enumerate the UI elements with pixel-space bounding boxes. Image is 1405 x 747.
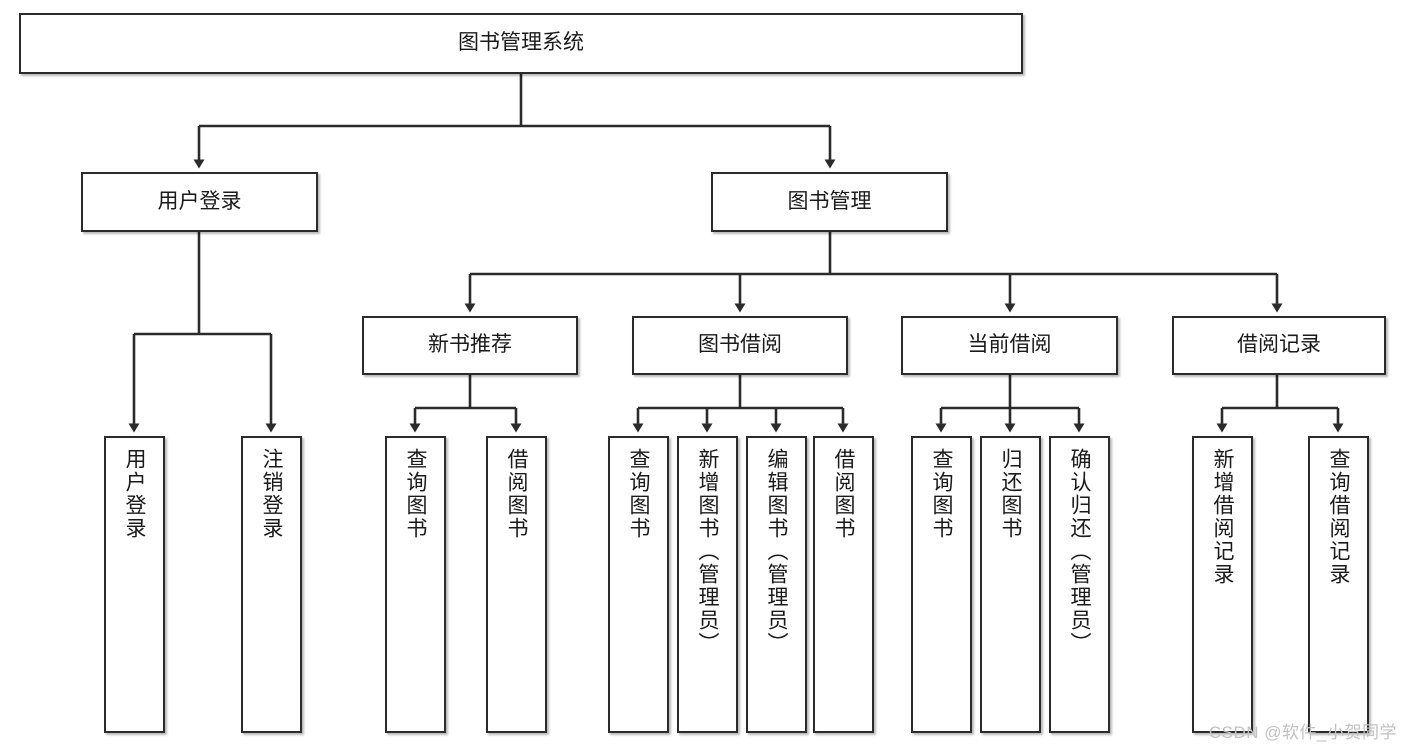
node-label: 图书借阅 xyxy=(698,333,782,357)
node-label: 当前借阅 xyxy=(967,333,1052,357)
leaf-current-borrow-query-book[interactable]: 查询图书 xyxy=(911,436,972,733)
node-label: 新增借阅记录 xyxy=(1211,448,1234,586)
node-label: 查询借阅记录 xyxy=(1327,448,1350,586)
leaf-user-login-login[interactable]: 用户登录 xyxy=(104,436,165,733)
node-user-login[interactable]: 用户登录 xyxy=(81,172,318,232)
leaf-book-borrow-add-book-admin[interactable]: 新增图书（管理员） xyxy=(677,436,738,733)
node-label: 借阅图书 xyxy=(832,448,855,540)
node-label: 图书管理系统 xyxy=(458,31,584,55)
node-label: 用户登录 xyxy=(157,189,242,213)
leaf-new-book-borrow-book[interactable]: 借阅图书 xyxy=(486,436,547,733)
node-borrow-record[interactable]: 借阅记录 xyxy=(1172,316,1386,375)
node-label: 借阅图书 xyxy=(505,448,528,540)
leaf-new-book-query-book[interactable]: 查询图书 xyxy=(385,436,446,733)
node-current-borrow[interactable]: 当前借阅 xyxy=(901,316,1118,375)
leaf-current-borrow-return-book[interactable]: 归还图书 xyxy=(980,436,1041,733)
leaf-book-borrow-edit-book-admin[interactable]: 编辑图书（管理员） xyxy=(746,436,807,733)
leaf-user-login-logout[interactable]: 注销登录 xyxy=(241,436,302,733)
node-label: 确认归还（管理员） xyxy=(1068,448,1091,655)
leaf-book-borrow-borrow-book[interactable]: 借阅图书 xyxy=(813,436,874,733)
node-label: 用户登录 xyxy=(123,448,146,540)
csdn-watermark: CSDN @软件_小贺同学 xyxy=(1208,723,1397,742)
leaf-book-borrow-query-book[interactable]: 查询图书 xyxy=(608,436,669,733)
node-book-borrow[interactable]: 图书借阅 xyxy=(632,316,848,375)
node-label: 归还图书 xyxy=(999,448,1022,540)
node-label: 新增图书（管理员） xyxy=(696,448,719,655)
leaf-borrow-record-add-record[interactable]: 新增借阅记录 xyxy=(1192,436,1253,733)
node-label: 新书推荐 xyxy=(428,333,512,357)
leaf-current-borrow-confirm-return-admin[interactable]: 确认归还（管理员） xyxy=(1049,436,1110,733)
node-root-book-management-system[interactable]: 图书管理系统 xyxy=(19,13,1023,74)
node-label: 查询图书 xyxy=(627,448,650,540)
node-label: 注销登录 xyxy=(260,448,283,540)
node-label: 查询图书 xyxy=(930,448,953,540)
node-book-management[interactable]: 图书管理 xyxy=(711,172,948,232)
node-label: 查询图书 xyxy=(404,448,427,540)
leaf-borrow-record-query-record[interactable]: 查询借阅记录 xyxy=(1308,436,1369,733)
node-label: 借阅记录 xyxy=(1237,333,1321,357)
node-new-book-recommend[interactable]: 新书推荐 xyxy=(362,316,578,375)
node-label: 编辑图书（管理员） xyxy=(765,448,788,655)
node-label: 图书管理 xyxy=(787,189,872,213)
